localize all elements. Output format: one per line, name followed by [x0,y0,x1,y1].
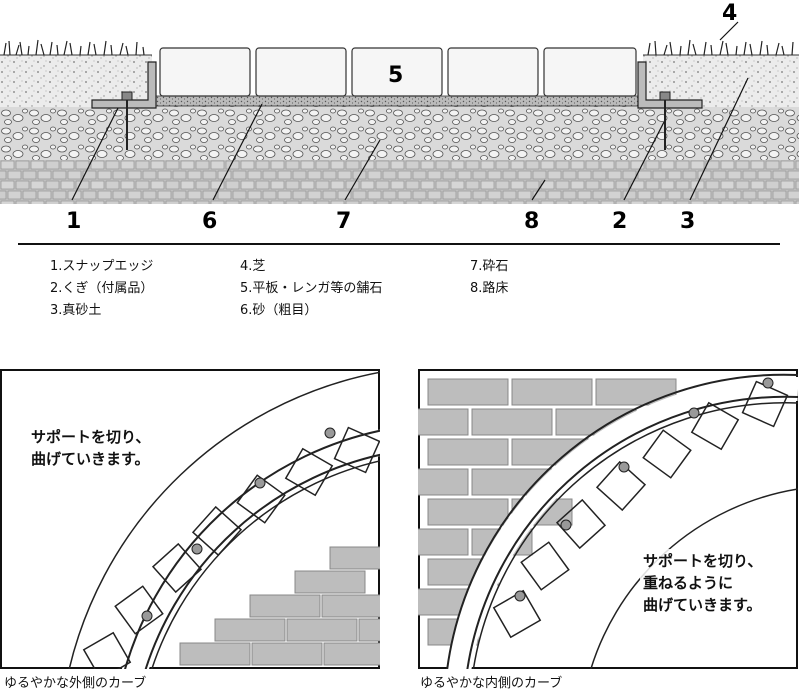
inner-curve-caption: ゆるやかな内側のカーブ [420,676,563,691]
inner-note-line-3: 曲げていきます。 [643,596,762,614]
callout-5: 5 [388,63,403,88]
legend-col-1: 1.スナップエッジ 2.くぎ（付属品） 3.真砂土 [50,256,153,322]
legend-col-3: 7.砕石 8.路床 [470,256,508,300]
legend-item-8: 8.路床 [470,281,509,296]
legend-item-4: 4.芝 [240,259,266,274]
snap-edge-right [637,61,703,150]
callout-8: 8 [524,209,539,234]
callout-3: 3 [680,209,695,234]
legend-item-6: 6.砂（粗目） [240,303,318,318]
legend-col-2: 4.芝 5.平板・レンガ等の舗石 6.砂（粗目） [240,256,382,322]
callout-6: 6 [202,209,217,234]
outer-curve-illustration [0,369,380,669]
paver-stones [159,47,637,97]
inner-note-line-1: サポートを切り、 [643,552,763,570]
grass-left [3,39,145,56]
inner-note-line-2: 重ねるように [643,574,734,592]
sand-layer [151,95,644,107]
callout-7: 7 [336,209,351,234]
callout-4: 4 [722,1,737,26]
callout-2: 2 [612,209,627,234]
callout-1: 1 [66,209,81,234]
outer-curve-caption: ゆるやかな外側のカーブ [4,676,147,691]
crushed-stone-layer [0,106,799,160]
outer-note-line-1: サポートを切り、 [31,428,151,446]
legend-item-2: 2.くぎ（付属品） [50,281,154,296]
subgrade-layer [0,158,799,204]
inner-curve-illustration [418,369,798,669]
legend-item-1: 1.スナップエッジ [50,259,154,274]
cross-section-illustration: 1 6 7 8 2 3 4 5 [0,1,799,245]
grass-right [647,39,794,56]
outer-note-line-2: 曲げていきます。 [31,450,150,468]
outer-curve-note: サポートを切り、 曲げていきます。 [28,425,154,471]
legend-item-5: 5.平板・レンガ等の舗石 [240,281,383,296]
brick-pattern [179,546,380,666]
snap-edge-left [91,61,157,150]
legend-item-3: 3.真砂土 [50,303,102,318]
legend-item-7: 7.砕石 [470,259,509,274]
inner-curve-note: サポートを切り、 重ねるように 曲げていきます。 [640,549,766,617]
